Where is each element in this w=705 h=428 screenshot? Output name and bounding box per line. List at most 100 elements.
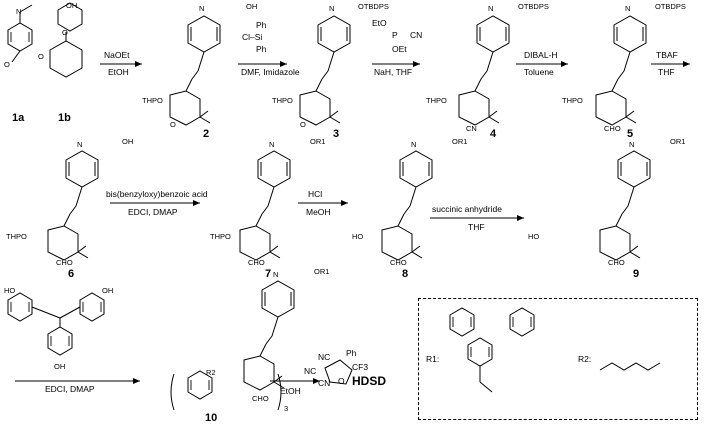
structure-r1 — [449, 307, 535, 393]
group-n-4: N — [488, 4, 494, 13]
group-oh-2: OH — [246, 2, 258, 11]
label-final-product: HDSD — [352, 374, 387, 388]
reagent-s3-c: CN — [410, 30, 423, 40]
label-6: 6 — [68, 268, 75, 280]
group-thpo-4: THPO — [426, 96, 447, 105]
group-or1-9: OR1 — [670, 137, 686, 146]
reagent-s10-cf3: CF3 — [352, 362, 369, 372]
label-10: 10 — [205, 412, 218, 424]
group-thpo-2: THPO — [142, 96, 163, 105]
reagent-s6-bottom: EDCI, DMAP — [128, 207, 178, 217]
reagent-s3-a: EtO — [372, 18, 387, 28]
group-o-3: O — [300, 120, 306, 129]
reagent-s1-bottom: EtOH — [108, 67, 129, 77]
group-oh-triphenol-bottom: OH — [54, 362, 66, 371]
structure-6 — [47, 150, 99, 261]
group-cho-8: CHO — [390, 258, 407, 267]
group-oh-6: OH — [122, 137, 134, 146]
reagent-s10-cn1: NC — [318, 352, 331, 362]
reagent-s2-a: Ph — [256, 20, 267, 30]
legend-r2-label: R2: — [578, 354, 592, 364]
structure-r2 — [599, 362, 661, 371]
reagent-s7-top: HCl — [308, 189, 323, 199]
group-thpo-5: THPO — [562, 96, 583, 105]
group-o-1b-ring: O — [62, 28, 68, 37]
group-cho-10: CHO — [252, 394, 269, 403]
group-n-8: N — [411, 140, 417, 149]
group-n-7: N — [269, 140, 275, 149]
group-cho-7: CHO — [248, 258, 265, 267]
group-n-1a: N — [16, 7, 22, 16]
group-r2-10: R2 — [206, 368, 216, 377]
group-cho-9: CHO — [608, 258, 625, 267]
group-n-9: N — [629, 140, 635, 149]
structure-10 — [170, 280, 295, 411]
structure-2 — [169, 15, 221, 126]
structure-1a — [7, 4, 33, 63]
group-n-6: N — [77, 140, 83, 149]
reagent-s2-bottom: DMF, Imidazole — [241, 67, 300, 77]
reagent-s3-bottom: NaH, THF — [374, 67, 413, 77]
reagent-s5-top: TBAF — [656, 50, 678, 60]
label-5: 5 — [627, 128, 634, 140]
r-group-legend-box — [418, 298, 698, 420]
label-8: 8 — [402, 268, 409, 280]
group-o-1a: O — [4, 60, 10, 69]
reagent-s3-b: P — [392, 30, 398, 40]
reagent-s10-bottom: EtOH — [280, 386, 301, 396]
group-n-3: N — [329, 4, 335, 13]
structure-5 — [595, 15, 647, 126]
group-cho-6: CHO — [56, 258, 73, 267]
reagent-s3-d: OEt — [392, 44, 407, 54]
label-4: 4 — [490, 128, 497, 140]
label-9: 9 — [633, 268, 640, 280]
group-o-2: O — [170, 120, 176, 129]
group-o-1b-ketone: O — [38, 52, 44, 61]
group-oh-triphenol-right: OH — [102, 286, 114, 295]
group-n-10: N — [273, 270, 279, 279]
reagent-s10-cn2: NC — [304, 366, 317, 376]
reagent-s4-bottom: Toluene — [524, 67, 554, 77]
group-otbdps-5: OTBDPS — [655, 2, 686, 11]
reagent-s6-top: bis(benzyloxy)benzoic acid — [106, 189, 208, 199]
group-ho-triphenol-left: HO — [4, 286, 16, 295]
structure-1b — [49, 2, 83, 78]
reagent-s1-top: NaOEt — [104, 50, 130, 60]
group-n-5: N — [625, 4, 631, 13]
group-otbdps-4: OTBDPS — [518, 2, 549, 11]
reagent-s10-cn3: CN — [318, 378, 331, 388]
reagent-s8-top: succinic anhydride — [432, 204, 502, 214]
group-thpo-3: THPO — [272, 96, 293, 105]
group-sub3-10: 3 — [284, 404, 289, 413]
label-2: 2 — [203, 128, 210, 140]
structure-7 — [239, 150, 291, 261]
group-thpo-7: THPO — [210, 232, 231, 241]
group-ho-9: HO — [528, 232, 540, 241]
reagent-s10-o: O — [338, 376, 345, 386]
reagent-s10-ph: Ph — [346, 348, 357, 358]
group-oh-1a: OH — [66, 1, 78, 10]
structure-8 — [381, 150, 433, 261]
reagent-s5-bottom: THF — [658, 67, 675, 77]
group-otbdps-3: OTBDPS — [358, 2, 389, 11]
group-ho-8: HO — [352, 232, 364, 241]
reagent-s2-b: Cl–Si — [242, 32, 263, 42]
reagent-s7-bottom: MeOH — [306, 207, 331, 217]
group-cn-4: CN — [466, 124, 477, 133]
label-1b: 1b — [58, 112, 71, 124]
group-or1-8: OR1 — [452, 137, 468, 146]
group-cho-5: CHO — [604, 124, 621, 133]
group-n-2: N — [199, 4, 205, 13]
group-or1-7: OR1 — [310, 137, 326, 146]
reagent-s8-bottom: THF — [468, 222, 485, 232]
structure-3 — [299, 15, 351, 126]
reagent-s9-bottom: EDCI, DMAP — [45, 384, 95, 394]
group-thpo-6: THPO — [6, 232, 27, 241]
structure-triphenol — [7, 292, 105, 356]
reagent-s4-top: DIBAL-H — [524, 50, 558, 60]
structure-4 — [458, 15, 510, 126]
structure-furan-acceptor — [324, 359, 353, 385]
label-3: 3 — [333, 128, 340, 140]
legend-r1-label: R1: — [426, 354, 440, 364]
